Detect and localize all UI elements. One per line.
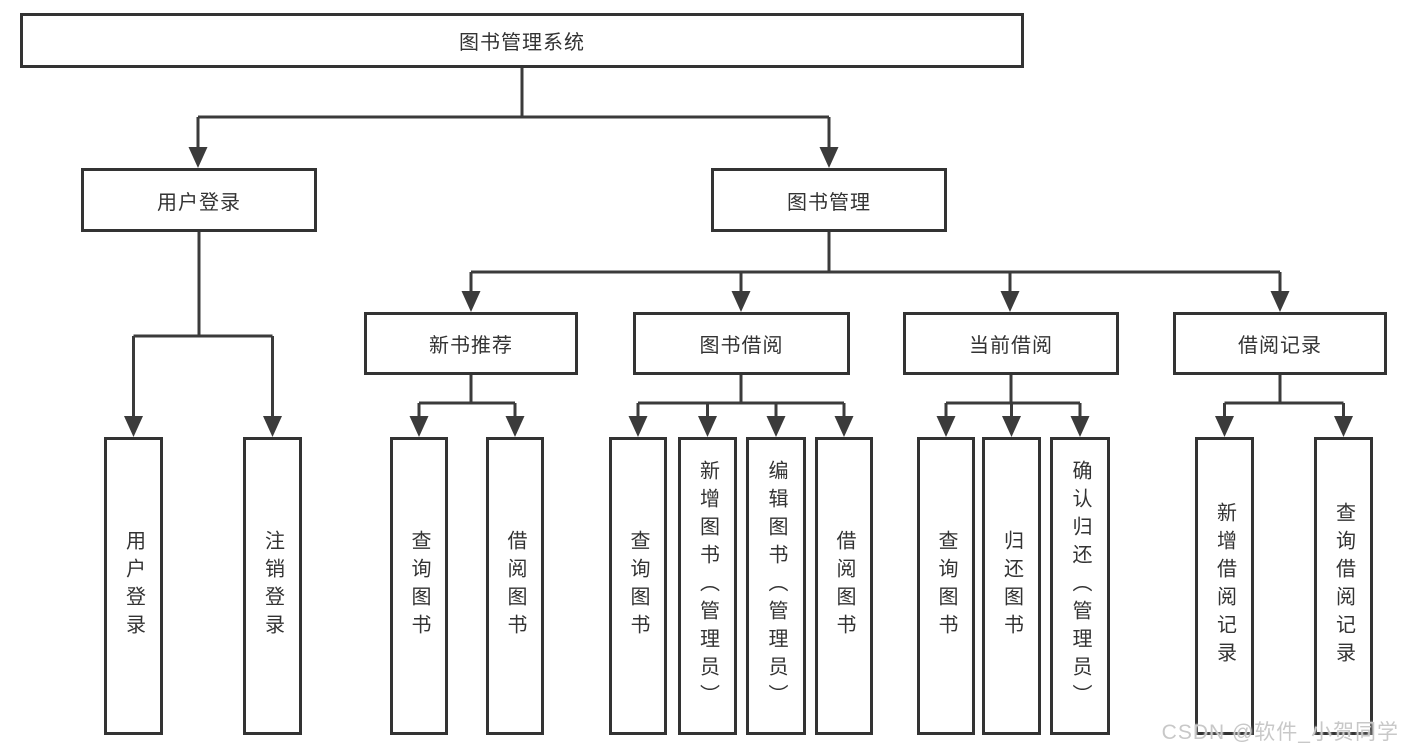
- arrowhead: [124, 416, 143, 437]
- node-label: 当前借阅: [969, 335, 1053, 357]
- arrowhead: [409, 416, 429, 437]
- arrowhead: [505, 416, 525, 437]
- arrowhead: [461, 291, 481, 312]
- leaf-borrowing-query-books: 查询图书: [609, 437, 667, 735]
- leaf-user-login: 用户登录: [104, 437, 163, 735]
- arrowhead: [698, 416, 717, 437]
- arrowheads: [124, 147, 1353, 437]
- node-label: 用户登录: [157, 191, 241, 214]
- leaf-records-query-record: 查询借阅记录: [1314, 437, 1373, 735]
- leaf-current-confirm-return-admin: 确认归还（管理员）: [1050, 437, 1110, 735]
- leaf-logout: 注销登录: [243, 437, 302, 735]
- arrowhead: [1215, 416, 1234, 437]
- leaf-label: 编辑图书（管理员）: [765, 460, 787, 712]
- node-current-borrowing: 当前借阅: [903, 312, 1119, 375]
- node-book-management-system: 图书管理系统: [20, 13, 1024, 68]
- leaf-label: 新增图书（管理员）: [696, 460, 719, 712]
- arrowhead: [1334, 416, 1353, 437]
- node-book-management: 图书管理: [711, 168, 947, 232]
- arrowhead: [1070, 416, 1090, 437]
- node-borrowing-records: 借阅记录: [1173, 312, 1387, 375]
- connector-path: [132, 68, 1345, 419]
- node-label: 图书管理: [787, 191, 871, 214]
- node-book-borrowing: 图书借阅: [633, 312, 850, 375]
- arrowhead: [766, 416, 786, 437]
- node-label: 图书借阅: [699, 335, 784, 357]
- leaf-records-add-record: 新增借阅记录: [1195, 437, 1254, 735]
- leaf-borrowing-edit-books-admin: 编辑图书（管理员）: [746, 437, 806, 735]
- node-label: 新书推荐: [429, 335, 513, 357]
- node-label: 借阅记录: [1238, 335, 1322, 357]
- arrowhead: [834, 416, 854, 437]
- node-new-book-recommendation: 新书推荐: [364, 312, 578, 375]
- leaf-label: 查询图书: [935, 530, 957, 642]
- leaf-borrowing-add-books-admin: 新增图书（管理员）: [678, 437, 737, 735]
- arrowhead: [731, 291, 751, 312]
- leaf-label: 查询图书: [408, 530, 430, 642]
- arrowhead: [936, 416, 956, 437]
- leaf-label: 借阅图书: [504, 530, 526, 642]
- leaf-current-return-books: 归还图书: [982, 437, 1041, 735]
- arrowhead: [628, 416, 648, 437]
- arrowhead: [1270, 291, 1290, 312]
- leaf-label: 用户登录: [122, 530, 145, 642]
- leaf-label: 新增借阅记录: [1213, 502, 1236, 670]
- leaf-label: 借阅图书: [833, 530, 855, 642]
- node-label: 图书管理系统: [459, 32, 585, 54]
- leaf-newbooks-query-books: 查询图书: [390, 437, 448, 735]
- csdn-watermark: CSDN @软件_小贺同学: [1161, 721, 1399, 744]
- leaf-label: 查询借阅记录: [1332, 502, 1355, 670]
- leaf-label: 查询图书: [627, 530, 649, 642]
- leaf-label: 确认归还（管理员）: [1069, 460, 1091, 712]
- leaf-borrowing-borrow-books: 借阅图书: [815, 437, 873, 735]
- arrowhead: [1000, 291, 1020, 312]
- node-user-login: 用户登录: [81, 168, 317, 232]
- leaf-newbooks-borrow-books: 借阅图书: [486, 437, 544, 735]
- leaf-label: 注销登录: [261, 530, 284, 642]
- leaf-current-query-books: 查询图书: [917, 437, 975, 735]
- arrowhead: [819, 147, 839, 168]
- arrowhead: [263, 416, 282, 437]
- arrowhead: [1002, 416, 1021, 437]
- leaf-label: 归还图书: [1000, 530, 1023, 642]
- arrowhead: [188, 147, 208, 168]
